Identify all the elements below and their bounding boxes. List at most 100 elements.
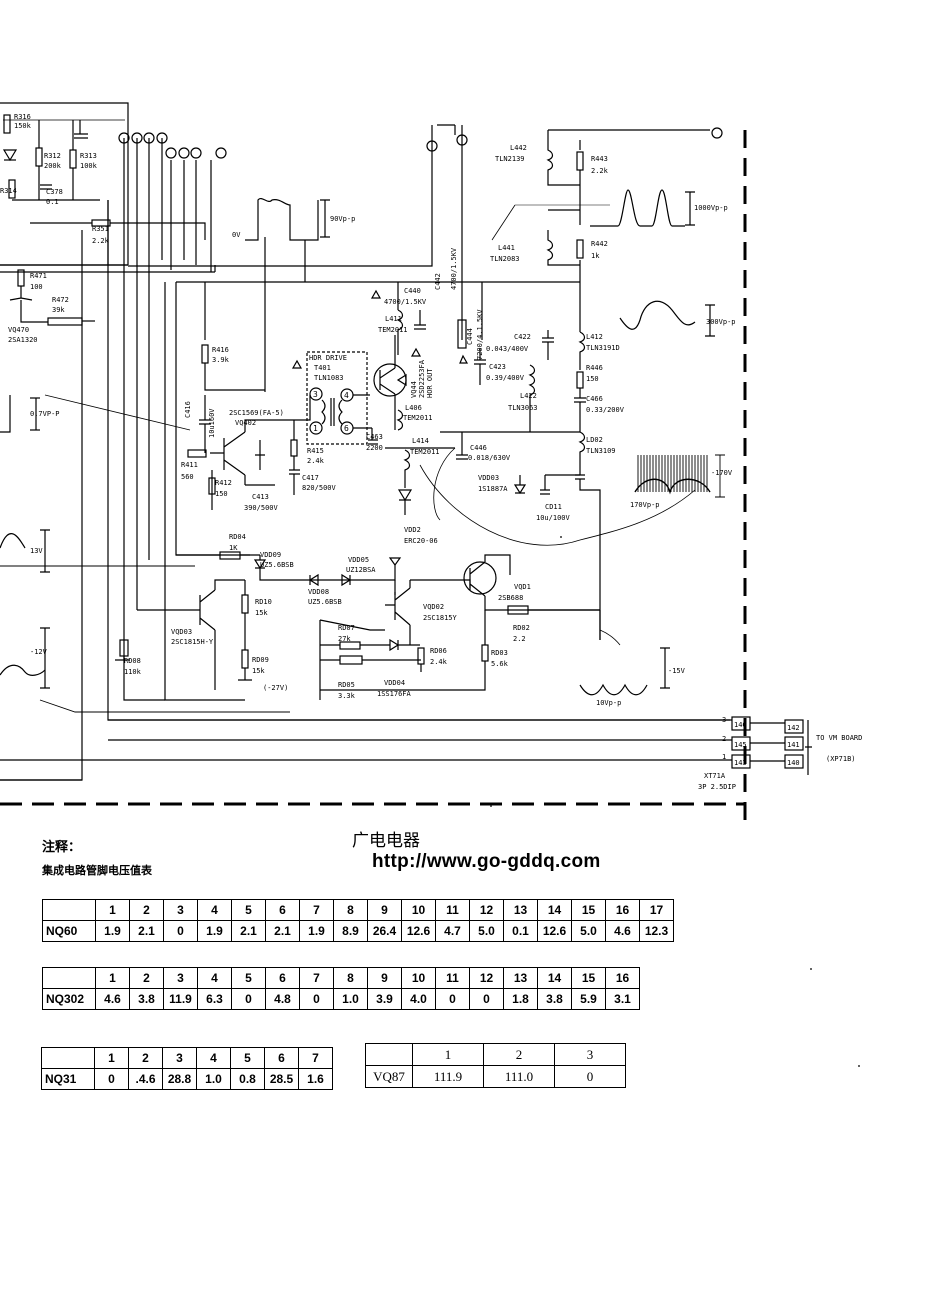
- label-c463: C463: [366, 433, 383, 441]
- table-pin-header: 10: [401, 899, 436, 921]
- table-pin-voltage: 4.6: [95, 988, 130, 1010]
- label-vqd03-type: 2SC1815H-Y: [171, 638, 214, 646]
- label-xt71a: XT71A: [704, 772, 726, 780]
- label-to-vm-board: TO VM BOARD: [816, 734, 862, 742]
- label-r314: R314: [0, 187, 17, 195]
- label-r415: R415: [307, 447, 324, 455]
- label-vdd04-type: 1SS176FA: [377, 690, 412, 698]
- label-vq470-type: 2SA1320: [8, 336, 38, 344]
- speck: [858, 1065, 860, 1067]
- table-corner-cell: [42, 967, 96, 989]
- table-pin-voltage: 1.0: [196, 1068, 231, 1090]
- label-wave-170v: -170V: [711, 469, 733, 477]
- table-pin-header: 5: [231, 967, 266, 989]
- table-pin-header: 7: [299, 899, 334, 921]
- table-pin-voltage: .4.6: [128, 1068, 163, 1090]
- table-pin-voltage: 3.8: [537, 988, 572, 1010]
- table-pin-header: 2: [129, 967, 164, 989]
- label-c413: C413: [252, 493, 269, 501]
- table-pin-header: 3: [554, 1043, 626, 1066]
- table-pin-header: 6: [265, 967, 300, 989]
- label-c378-value: 0.1: [46, 198, 59, 206]
- label-c416: C416: [184, 401, 192, 418]
- label-conn-146: 146: [734, 721, 747, 729]
- table-pin-voltage: 0: [94, 1068, 129, 1090]
- table-pin-header: 2: [129, 899, 164, 921]
- label-r351: R351: [92, 225, 109, 233]
- table-pin-voltage: 2.1: [129, 920, 164, 942]
- table-pin-voltage: 4.7: [435, 920, 470, 942]
- label-rd03-value: 5.6k: [491, 660, 509, 668]
- label-l422-type: TLN3063: [508, 404, 538, 412]
- label-c423: C423: [489, 363, 506, 371]
- label-ld02-type: TLN3109: [586, 447, 616, 455]
- table-pin-header: 4: [196, 1047, 231, 1069]
- label-r416-value: 3.9k: [212, 356, 230, 364]
- label-vq44: VQ44: [410, 381, 418, 398]
- label-c466: C466: [586, 395, 603, 403]
- label-c442-value: 4700/1.5KV: [450, 247, 458, 290]
- label-r415-value: 2.4k: [307, 457, 325, 465]
- label-r416: R416: [212, 346, 229, 354]
- label-vdd09: VDD09: [260, 551, 281, 559]
- label-r411-value: 560: [181, 473, 194, 481]
- label-c378: C378: [46, 188, 63, 196]
- label-rd09-value: 15k: [252, 667, 265, 675]
- table-pin-header: 13: [503, 967, 538, 989]
- label-wave-300v: 300Vp-p: [706, 318, 736, 326]
- table-pin-voltage: 1.9: [95, 920, 130, 942]
- label-vdd04: VDD04: [384, 679, 405, 687]
- table-pin-voltage: 28.5: [264, 1068, 299, 1090]
- label-xt71a-spec: 3P 2.5DIP: [698, 783, 736, 791]
- label-l412: L412: [586, 333, 603, 341]
- notes-title: 注释：: [42, 840, 82, 855]
- label-c463-value: 2200: [366, 444, 383, 452]
- table-pin-header: 7: [298, 1047, 333, 1069]
- label-r442-value: 1k: [591, 252, 600, 260]
- label-rd06-value: 2.4k: [430, 658, 448, 666]
- label-rd09: RD09: [252, 656, 269, 664]
- table-pin-voltage: 5.9: [571, 988, 606, 1010]
- label-rd05-value: 3.3k: [338, 692, 356, 700]
- table-corner-cell: [41, 1047, 95, 1069]
- label-vq402-type: 2SC1569(FA-5): [229, 409, 284, 417]
- label-c417: C417: [302, 474, 319, 482]
- label-hdr-drive: HDR DRIVE: [309, 354, 347, 362]
- label-rd08-value: 110k: [124, 668, 142, 676]
- table-pin-header: 3: [163, 967, 198, 989]
- label-vqd01: VQD1: [514, 583, 531, 591]
- label-c416-value: 10u160V: [208, 408, 216, 438]
- label-r316-value: 150k: [14, 122, 32, 130]
- label-wave-13v: 13V: [30, 547, 43, 555]
- watermark-url: http://www.go-gddq.com: [372, 851, 601, 872]
- label-vdd05: VDD05: [348, 556, 369, 564]
- label-l406: L406: [405, 404, 422, 412]
- table-corner-cell: [365, 1043, 413, 1066]
- table-pin-voltage: 0: [554, 1065, 626, 1088]
- table-pin-header: 10: [401, 967, 436, 989]
- label-l441: L441: [498, 244, 515, 252]
- label-vdd03-type: 1S1887A: [478, 485, 508, 493]
- label-hdr-out: HOR OUT: [426, 368, 434, 398]
- label-r443-value: 2.2k: [591, 167, 609, 175]
- table-pin-voltage: 4.6: [605, 920, 640, 942]
- table-pin-header: 2: [483, 1043, 555, 1066]
- label-l442-type: TLN2139: [495, 155, 525, 163]
- label-wave-90v: 90Vp-p: [330, 215, 355, 223]
- label-wave-neg15v: -15V: [668, 667, 686, 675]
- table-pin-voltage: 0.1: [503, 920, 538, 942]
- label-vdd03: VDD03: [478, 474, 499, 482]
- label-t-pin6: 6: [344, 424, 349, 433]
- label-c446-value: 0.018/630V: [468, 454, 511, 462]
- label-rd05: RD05: [338, 681, 355, 689]
- label-c422: C422: [514, 333, 531, 341]
- label-conn-145: 145: [734, 741, 747, 749]
- table-ic-name: NQ302: [42, 988, 96, 1010]
- table-pin-header: 15: [571, 967, 606, 989]
- label-vdd05-type: UZ12BSA: [346, 566, 376, 574]
- speck: [490, 805, 492, 807]
- table-pin-header: 5: [231, 899, 266, 921]
- table-pin-voltage: 5.0: [469, 920, 504, 942]
- label-wave-0v: 0V: [232, 231, 241, 239]
